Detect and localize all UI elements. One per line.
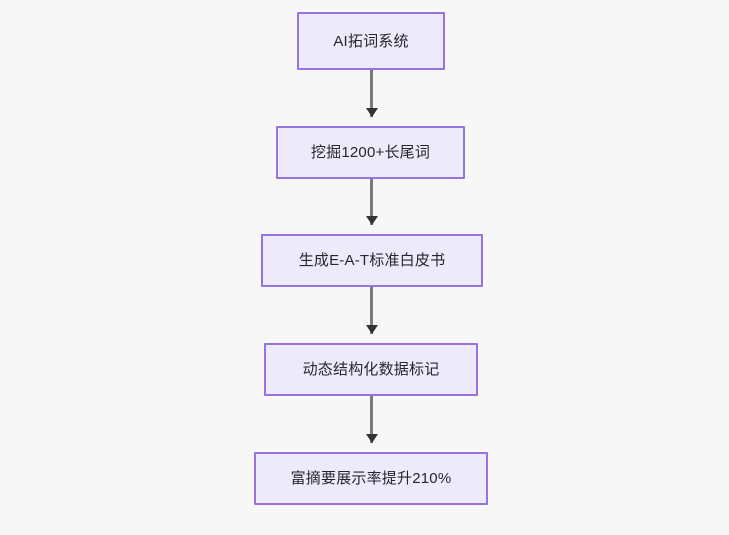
arrowhead-icon xyxy=(365,108,378,117)
edge-line xyxy=(370,179,373,225)
flowchart-node-n4[interactable]: 动态结构化数据标记 xyxy=(264,343,478,396)
flowchart-node-n1[interactable]: AI拓词系统 xyxy=(297,12,445,70)
flowchart-node-n5[interactable]: 富摘要展示率提升210% xyxy=(254,452,488,505)
arrowhead-icon xyxy=(365,434,378,443)
arrowhead-icon xyxy=(365,325,378,334)
edge-line xyxy=(370,287,373,334)
node-label: AI拓词系统 xyxy=(333,32,409,50)
flowchart-node-n2[interactable]: 挖掘1200+长尾词 xyxy=(276,126,465,179)
edge-line xyxy=(370,70,373,117)
node-label: 挖掘1200+长尾词 xyxy=(310,144,431,161)
node-label: 生成E-A-T标准白皮书 xyxy=(298,252,446,269)
arrowhead-icon xyxy=(365,216,378,225)
flowchart-node-n3[interactable]: 生成E-A-T标准白皮书 xyxy=(261,234,483,287)
node-label: 动态结构化数据标记 xyxy=(302,361,440,378)
edge-line xyxy=(370,396,373,443)
node-label: 富摘要展示率提升210% xyxy=(290,470,452,487)
